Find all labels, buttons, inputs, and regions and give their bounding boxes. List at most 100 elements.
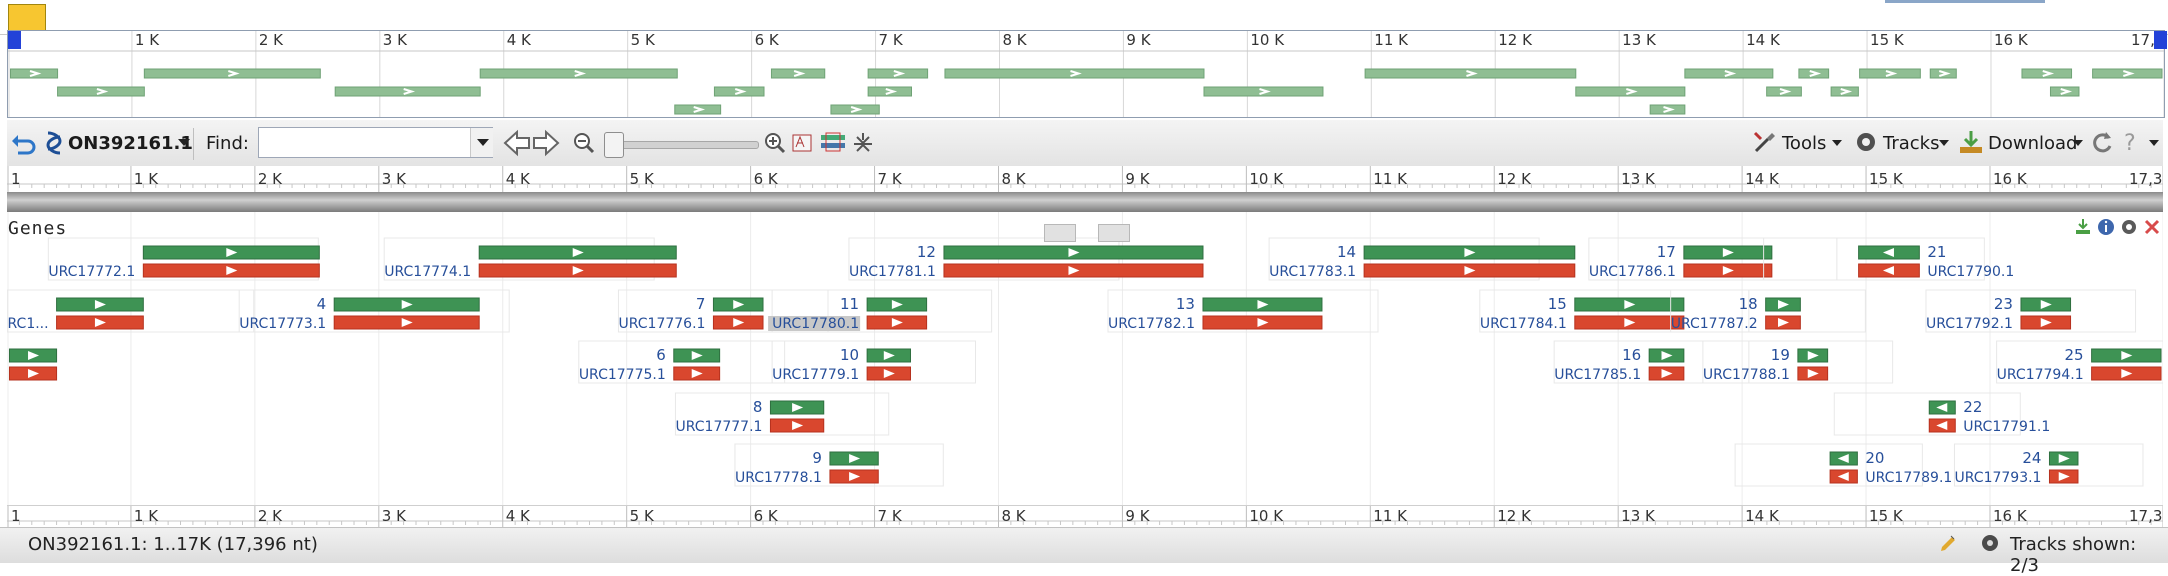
sequence-icon[interactable]: [40, 129, 68, 157]
chevron-down-icon[interactable]: [178, 139, 190, 146]
gene-number-label: 11: [840, 295, 859, 313]
gene-id-label[interactable]: URC17785.1: [1554, 367, 1641, 383]
overview-strand-icon: [29, 70, 42, 77]
scroll-left-icon[interactable]: [8, 31, 21, 49]
gene-id-label[interactable]: URC17778.1: [735, 470, 822, 486]
gene-id-label[interactable]: URC17793.1: [1955, 470, 2042, 486]
info-icon[interactable]: [2097, 218, 2115, 236]
overview-strand-icon: [96, 88, 109, 95]
find-input[interactable]: [258, 127, 493, 158]
strand-arrow-icon: [94, 300, 106, 309]
gene-id-label[interactable]: URC17790.1: [1927, 264, 2014, 280]
gene-id-label[interactable]: URC17794.1: [1997, 367, 2084, 383]
back-arrow-icon[interactable]: [503, 128, 531, 158]
strand-arrow-icon: [2040, 300, 2052, 309]
gene-id-label[interactable]: URC17783.1: [1269, 264, 1356, 280]
close-icon[interactable]: [2143, 218, 2161, 236]
back-icon[interactable]: [10, 129, 38, 157]
gene-id-label[interactable]: URC1...: [0, 316, 49, 332]
gene-id-label[interactable]: URC17775.1: [579, 367, 666, 383]
chevron-down-icon: [477, 139, 489, 146]
divider: [193, 128, 194, 160]
gene-id-label[interactable]: URC17774.1: [384, 264, 471, 280]
refresh-icon[interactable]: [2089, 129, 2115, 155]
overview-tick-label: 3 K: [383, 31, 408, 49]
gene-feature-box: [238, 289, 510, 333]
gene-id-label[interactable]: URC17772.1: [48, 264, 135, 280]
download-icon[interactable]: [1958, 129, 1984, 155]
zoom-slider-handle[interactable]: [604, 132, 624, 158]
gene-id-label[interactable]: URC17779.1: [772, 367, 859, 383]
ruler-tick-label: 14 K: [1745, 507, 1780, 525]
zoom-out-icon[interactable]: [572, 131, 596, 155]
gene-id-label[interactable]: URC17784.1: [1480, 316, 1567, 332]
status-bar: [0, 527, 2168, 563]
zoom-in-icon[interactable]: [763, 131, 787, 155]
overview-strand-icon: [1779, 88, 1792, 95]
chevron-down-icon[interactable]: [2149, 140, 2159, 146]
overview-panel[interactable]: 11 K2 K3 K4 K5 K6 K7 K8 K9 K10 K11 K12 K…: [7, 30, 2165, 118]
scroll-left-button[interactable]: [1044, 224, 1076, 242]
gear-icon[interactable]: [2120, 218, 2138, 236]
strand-arrow-icon: [1661, 351, 1673, 360]
find-dropdown[interactable]: [470, 128, 493, 157]
reference-select[interactable]: ON392161.1: [68, 133, 193, 154]
gene-id-label[interactable]: URC17792.1: [1926, 316, 2013, 332]
gene-feature-box: [771, 340, 976, 384]
gene-id-label[interactable]: URC17791.1: [1963, 419, 2050, 435]
ruler-tick-label: 1 K: [134, 170, 159, 188]
overview-tick-label: 14 K: [1746, 31, 1781, 49]
help-icon[interactable]: ?: [2118, 129, 2144, 155]
gene-id-label[interactable]: URC17786.1: [1589, 264, 1676, 280]
track-label: Genes: [8, 218, 68, 239]
overview-strand-icon: [228, 70, 240, 77]
ruler-tick-label: 11 K: [1373, 170, 1408, 188]
strand-arrow-icon: [1807, 369, 1819, 378]
ruler-tick-label: 6 K: [754, 170, 779, 188]
tracks-menu[interactable]: Tracks: [1883, 133, 1940, 154]
gene-id-label[interactable]: URC17777.1: [675, 419, 762, 435]
gene-feature-box: [1479, 289, 1750, 333]
gene-id-label[interactable]: URC17782.1: [1108, 316, 1195, 332]
download-menu[interactable]: Download: [1988, 133, 2078, 154]
gene-id-label[interactable]: URC17781.1: [849, 264, 936, 280]
overview-svg[interactable]: 11 K2 K3 K4 K5 K6 K7 K8 K9 K10 K11 K12 K…: [8, 31, 2164, 117]
chevron-down-icon[interactable]: [1832, 140, 1842, 146]
gene-feature-box: [1734, 443, 1923, 487]
scroll-right-icon[interactable]: [2154, 31, 2167, 49]
top-link[interactable]: [1885, 0, 2045, 3]
tools-icon[interactable]: [1752, 129, 1778, 155]
sequence-view-icon[interactable]: [792, 131, 814, 155]
ruler-tick-label: 2 K: [258, 507, 283, 525]
gear-icon[interactable]: [1978, 531, 2002, 555]
overview-strand-icon: [1259, 88, 1271, 95]
chevron-down-icon[interactable]: [2073, 140, 2083, 146]
gene-id-label[interactable]: URC17788.1: [1703, 367, 1790, 383]
gear-icon[interactable]: [1853, 129, 1879, 155]
strand-arrow-icon: [94, 318, 106, 327]
zoom-slider[interactable]: [605, 141, 759, 149]
overview-strand-icon: [1840, 88, 1853, 95]
download-icon[interactable]: [2075, 218, 2091, 236]
collapse-icon[interactable]: [852, 131, 874, 155]
tools-menu[interactable]: Tools: [1782, 133, 1827, 154]
forward-arrow-icon[interactable]: [532, 128, 560, 158]
gene-id-label[interactable]: URC17787.2: [1671, 316, 1758, 332]
overview-strand-icon: [1938, 70, 1951, 77]
edit-icon[interactable]: [1937, 531, 1961, 555]
gene-id-label[interactable]: URC17780.1: [772, 316, 859, 332]
ruler-tick-label: 9 K: [1125, 170, 1150, 188]
scroll-right-button[interactable]: [1098, 224, 1130, 242]
chevron-down-icon[interactable]: [1939, 140, 1949, 146]
overview-gene: [1798, 68, 1830, 79]
gene-feature-box: [578, 340, 786, 384]
gene-id-label[interactable]: URC17773.1: [239, 316, 326, 332]
selected-label-highlight: [768, 316, 861, 331]
highlight-icon[interactable]: [820, 131, 846, 155]
overview-strand-icon: [885, 88, 898, 95]
gene-id-label[interactable]: URC17776.1: [618, 316, 705, 332]
gene-id-label[interactable]: URC17789.1: [1865, 470, 1952, 486]
